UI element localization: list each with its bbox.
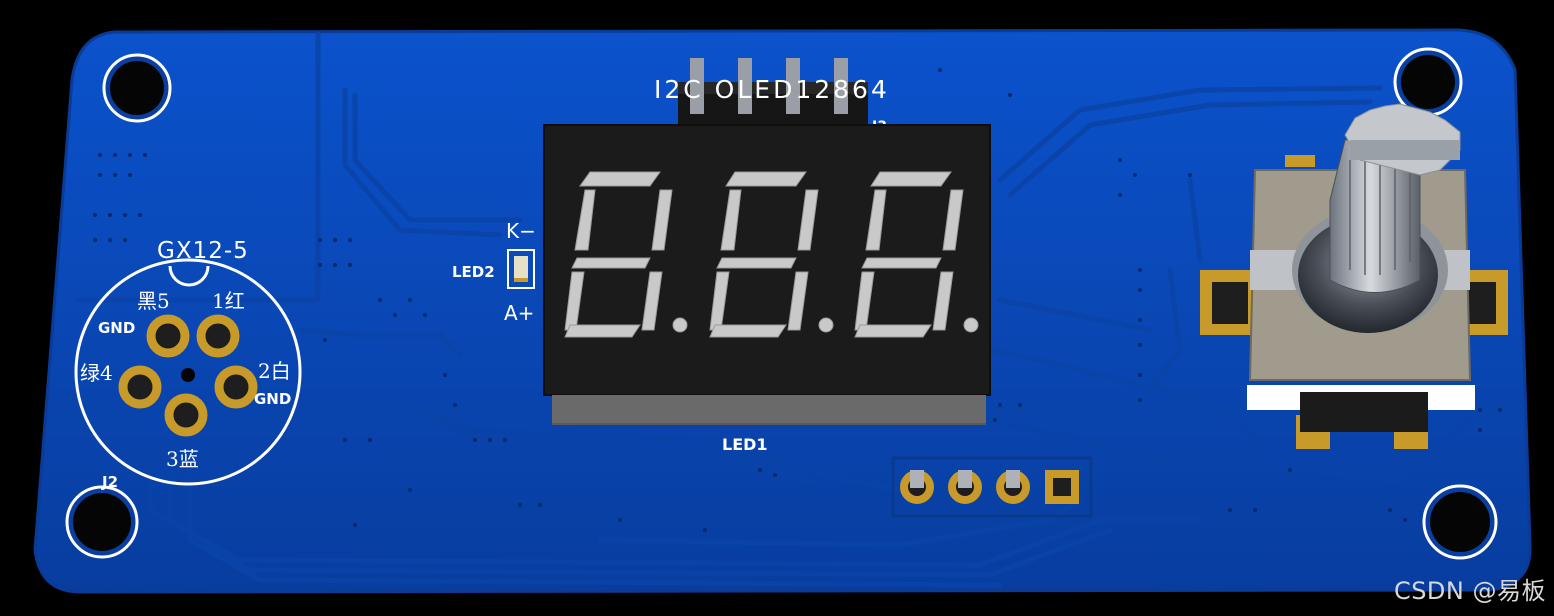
led-anode-label: A+ (504, 301, 534, 325)
watermark: CSDN @易板 (1393, 577, 1546, 605)
led-ref: LED2 (452, 263, 495, 281)
pin-blue3: 3蓝 (166, 447, 199, 471)
mounting-holes (65, 47, 1498, 560)
vias (93, 68, 1502, 532)
rotary-encoder (1200, 103, 1508, 449)
four-pin-pads (891, 456, 1093, 518)
led2 (507, 249, 535, 289)
gx12-connector (74, 258, 302, 486)
pin-header-j3 (678, 58, 868, 128)
display-ref: LED1 (722, 435, 768, 454)
copper-traces (75, 31, 1473, 588)
connector-name: GX12-5 (157, 238, 249, 264)
seven-segment-display (543, 124, 991, 425)
led-cathode-label: K− (506, 219, 536, 243)
pin-red1: 1红 (212, 289, 245, 313)
pin-gnd-right: GND (254, 390, 291, 408)
connector-ref: J2 (101, 473, 118, 491)
pin-green4: 绿4 (80, 361, 113, 385)
header-label: I2C OLED12864 (654, 75, 890, 104)
pin-black5: 黑5 (137, 289, 170, 313)
pin-white2: 2白 (258, 359, 291, 383)
pin-gnd-left: GND (98, 319, 135, 337)
